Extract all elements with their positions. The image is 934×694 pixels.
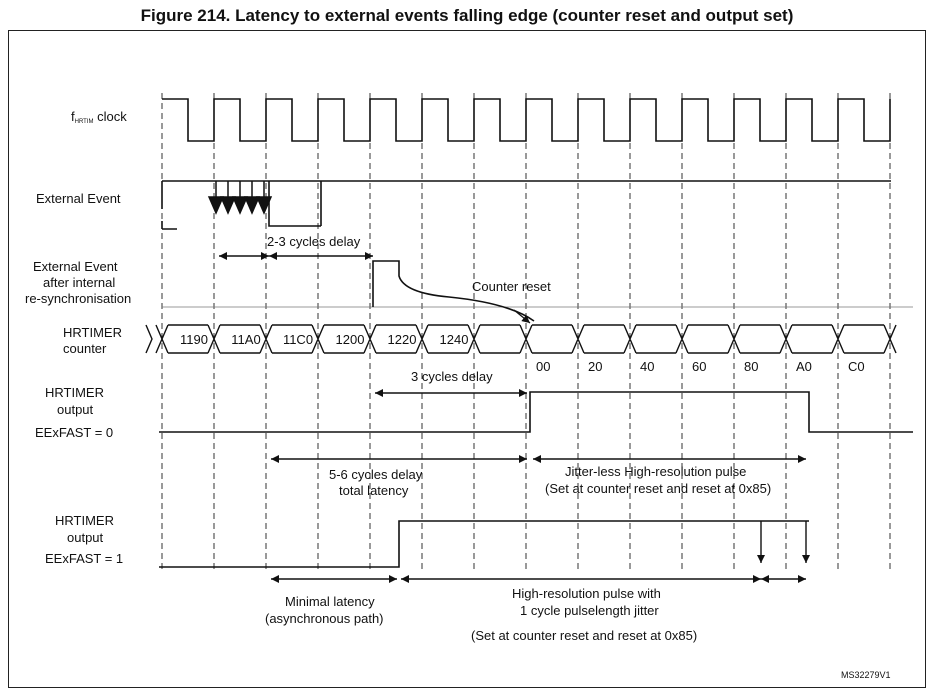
out0-label-2: output: [57, 402, 94, 417]
counter-value: A0: [796, 359, 812, 374]
hires-pulse-label-1: High-resolution pulse with: [512, 586, 661, 601]
delay-3-label: 3 cycles delay: [411, 369, 493, 384]
jitterless-label-2: (Set at counter reset and reset at 0x85): [545, 481, 771, 496]
external-event-waveform: [161, 180, 891, 230]
counter-value: 40: [640, 359, 654, 374]
out1-label-2: output: [67, 530, 104, 545]
counter-value: 60: [692, 359, 706, 374]
out1-label-1: HRTIMER: [55, 513, 114, 528]
counter-value: 11A0: [231, 332, 260, 347]
out0-label-1: HRTIMER: [45, 385, 104, 400]
counter-reset-label: Counter reset: [472, 279, 551, 294]
minimal-latency-label-2: (asynchronous path): [265, 611, 384, 626]
output-fast0-waveform: [159, 391, 913, 433]
output-fast1-waveform: [159, 520, 809, 568]
cycle-grid: [161, 93, 891, 569]
counter-value: 1220: [388, 332, 417, 347]
out0-label-3: EExFAST = 0: [35, 425, 113, 440]
hires-pulse-label-2: 1 cycle pulselength jitter: [520, 603, 659, 618]
delay-5-6-label-2: total latency: [339, 483, 409, 498]
counter-label-1: HRTIMER: [63, 325, 122, 340]
jitterless-label-1: Jitter-less High-resolution pulse: [565, 464, 746, 479]
counter-values: 1190 11A0 11C0 1200 1220 1240 00 20 40 60 80 A0 C0: [180, 332, 865, 374]
counter-value: 11C0: [283, 332, 313, 347]
counter-value: 80: [744, 359, 758, 374]
counter-label-2: counter: [63, 341, 107, 356]
figure-title: Figure 214. Latency to external events f…: [140, 6, 794, 25]
delay-2-3-label: 2-3 cycles delay: [267, 234, 361, 249]
figure-frame: fHRTIM clock External Event Counter rese…: [8, 30, 926, 688]
counter-reset-arrow: [513, 309, 531, 324]
counter-value: 20: [588, 359, 602, 374]
counter-value: 1240: [440, 332, 469, 347]
minimal-latency-label-1: Minimal latency: [285, 594, 375, 609]
counter-value: C0: [848, 359, 865, 374]
out1-label-3: EExFAST = 1: [45, 551, 123, 566]
resync-label-1: External Event: [33, 259, 118, 274]
external-event-arrows: [207, 181, 273, 215]
counter-value: 1200: [336, 332, 365, 347]
doc-reference: MS32279V1: [841, 670, 891, 680]
delay-5-6-label-1: 5-6 cycles delay: [329, 467, 423, 482]
counter-value: 00: [536, 359, 550, 374]
timing-diagram: fHRTIM clock External Event Counter rese…: [25, 93, 913, 680]
counter-bus: [145, 324, 897, 354]
resync-label-3: re-synchronisation: [25, 291, 131, 306]
clock-waveform: [162, 98, 891, 142]
hires-pulse-label-3: (Set at counter reset and reset at 0x85): [471, 628, 697, 643]
counter-value: 1190: [180, 332, 208, 347]
clock-label: fHRTIM clock: [71, 109, 127, 125]
external-event-label: External Event: [36, 191, 121, 206]
resync-label-2: after internal: [43, 275, 115, 290]
